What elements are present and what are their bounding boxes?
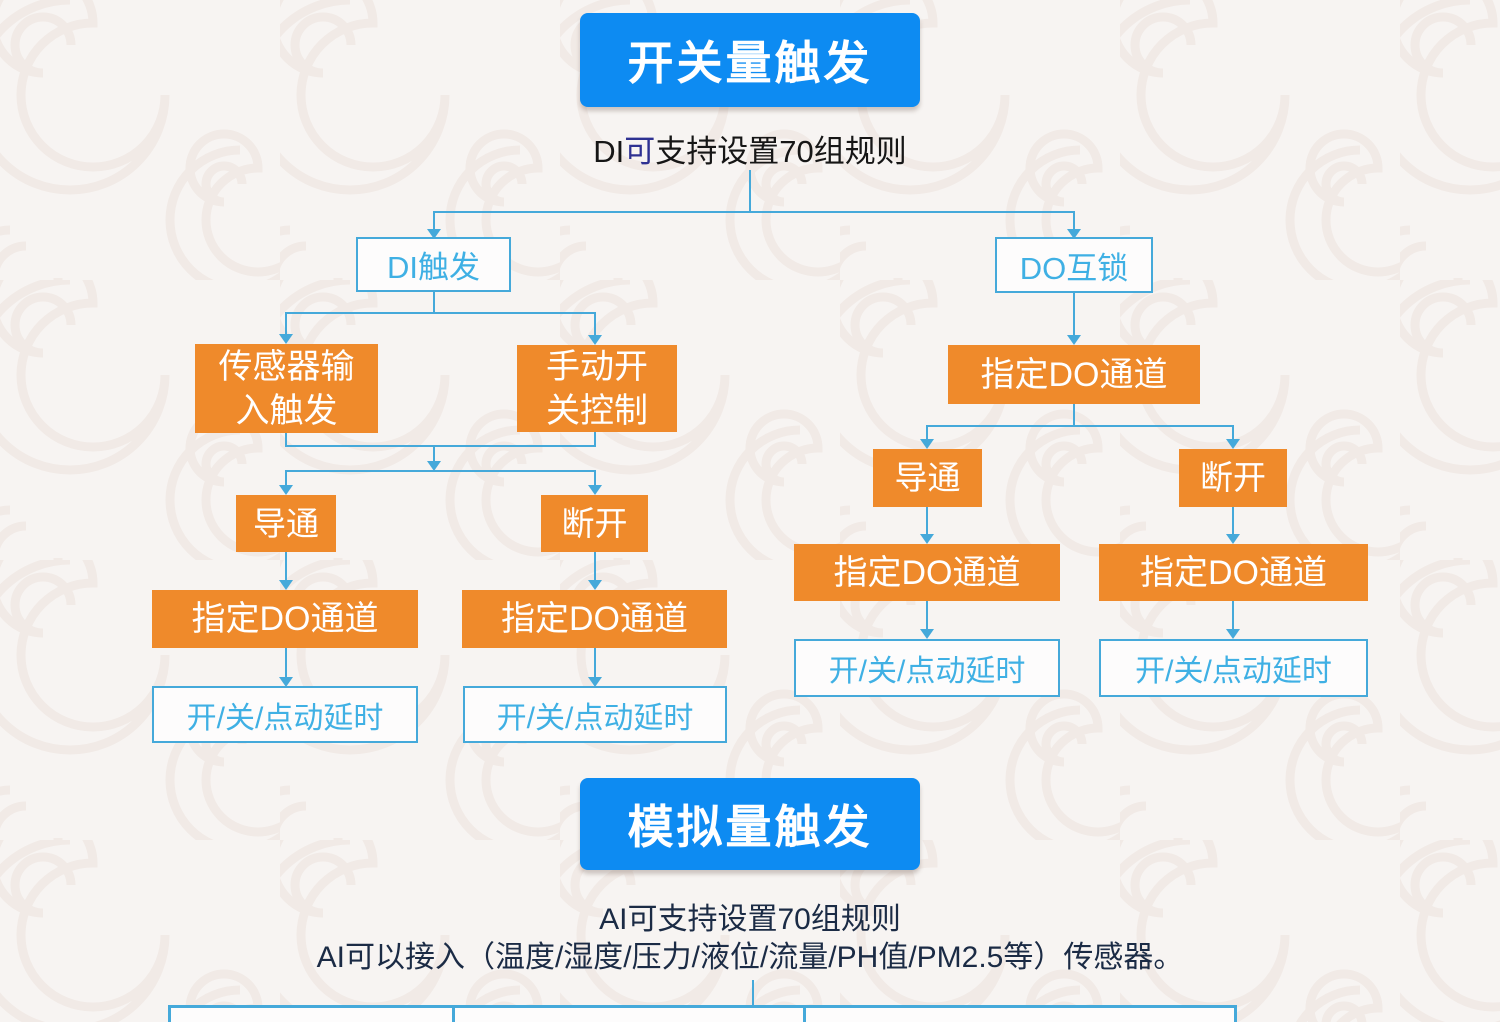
connector-line bbox=[749, 170, 751, 212]
connector-line bbox=[1073, 404, 1075, 426]
analog-branch-box-1 bbox=[168, 1005, 455, 1022]
do-off-node: 断开 bbox=[1179, 449, 1287, 507]
arrowhead-down bbox=[1226, 534, 1240, 544]
connector-line bbox=[1073, 293, 1075, 335]
arrowhead-down bbox=[279, 334, 293, 344]
arrowhead-down bbox=[588, 580, 602, 590]
arrowhead-down bbox=[920, 534, 934, 544]
connector-line bbox=[285, 433, 287, 447]
connector-line bbox=[1232, 425, 1234, 439]
connector-line bbox=[594, 552, 596, 580]
arrowhead-down bbox=[588, 335, 602, 345]
analog-subtitle-line2: AI可以接入（温度/湿度/压力/液位/流量/PH值/PM2.5等）传感器。 bbox=[316, 941, 1184, 974]
analog-subtitle: AI可支持设置70组规则 AI可以接入（温度/湿度/压力/液位/流量/PH值/P… bbox=[0, 901, 1500, 977]
connector-line bbox=[926, 507, 928, 534]
connector-line bbox=[285, 648, 287, 677]
arrowhead-down bbox=[588, 677, 602, 687]
arrowhead-down bbox=[1067, 335, 1081, 345]
connector-line bbox=[285, 312, 287, 335]
connector-line bbox=[594, 312, 596, 335]
connector-line bbox=[433, 211, 435, 230]
sensor-input-trigger-node: 传感器输 入触发 bbox=[195, 344, 378, 433]
connector-line bbox=[752, 980, 754, 1006]
analog-branch-box-2 bbox=[452, 1005, 806, 1022]
do-on-do-channel-node: 指定DO通道 bbox=[794, 544, 1060, 601]
di-on-do-channel-node: 指定DO通道 bbox=[152, 590, 418, 648]
di-off-delay-node: 开/关/点动延时 bbox=[463, 686, 727, 743]
manual-switch-control-line1: 手动开 bbox=[546, 347, 648, 386]
do-on-delay-node: 开/关/点动延时 bbox=[794, 639, 1060, 697]
connector-line bbox=[926, 425, 928, 439]
sensor-input-trigger-line2: 入触发 bbox=[235, 391, 338, 430]
arrowhead-down bbox=[1226, 439, 1240, 449]
di-trigger-node: DI触发 bbox=[356, 237, 511, 292]
manual-switch-control-line2: 关控制 bbox=[546, 391, 648, 430]
do-off-do-channel-node: 指定DO通道 bbox=[1099, 544, 1368, 601]
connector-line bbox=[594, 432, 596, 447]
analog-subtitle-line1: AI可支持设置70组规则 bbox=[599, 903, 901, 936]
sensor-input-trigger-line1: 传感器输 bbox=[218, 347, 355, 386]
analog-trigger-title: 模拟量触发 bbox=[580, 778, 920, 870]
digital-subtitle-post: 支持设置70组规则 bbox=[655, 134, 907, 169]
arrowhead-down bbox=[1226, 629, 1240, 639]
do-on-node: 导通 bbox=[873, 449, 982, 507]
arrowhead-down bbox=[920, 439, 934, 449]
digital-subtitle-pre: DI bbox=[593, 134, 625, 169]
connector-line bbox=[433, 445, 435, 461]
connector-line bbox=[1073, 211, 1075, 230]
arrowhead-down bbox=[1067, 229, 1081, 239]
connector-line bbox=[285, 470, 287, 485]
di-off-node: 断开 bbox=[541, 495, 648, 552]
arrowhead-down bbox=[427, 229, 441, 239]
di-off-do-channel-node: 指定DO通道 bbox=[462, 590, 727, 648]
connector-line bbox=[285, 445, 596, 447]
digital-subtitle-accent: 可 bbox=[624, 134, 656, 169]
arrowhead-down bbox=[279, 485, 293, 495]
connector-line bbox=[1232, 507, 1234, 534]
connector-line bbox=[926, 425, 1234, 427]
arrowhead-down bbox=[279, 580, 293, 590]
connector-line bbox=[1232, 601, 1234, 629]
manual-switch-control-node: 手动开 关控制 bbox=[517, 345, 677, 432]
arrowhead-down bbox=[279, 677, 293, 687]
arrowhead-down bbox=[920, 629, 934, 639]
connector-line bbox=[433, 292, 435, 313]
connector-line bbox=[285, 470, 596, 472]
connector-line bbox=[926, 601, 928, 629]
di-on-node: 导通 bbox=[236, 495, 336, 552]
do-interlock-node: DO互锁 bbox=[995, 237, 1153, 293]
di-on-delay-node: 开/关/点动延时 bbox=[152, 686, 418, 743]
digital-trigger-title: 开关量触发 bbox=[580, 13, 920, 107]
arrowhead-down bbox=[427, 461, 441, 471]
connector-line bbox=[285, 552, 287, 580]
arrowhead-down bbox=[588, 485, 602, 495]
do-channel-node: 指定DO通道 bbox=[948, 345, 1200, 404]
analog-branch-box-3 bbox=[803, 1005, 1237, 1022]
digital-subtitle: DI可支持设置70组规则 bbox=[0, 126, 1500, 171]
connector-line bbox=[433, 211, 1075, 213]
do-off-delay-node: 开/关/点动延时 bbox=[1099, 639, 1368, 697]
connector-line bbox=[594, 470, 596, 485]
connector-line bbox=[285, 312, 595, 314]
connector-line bbox=[594, 648, 596, 677]
